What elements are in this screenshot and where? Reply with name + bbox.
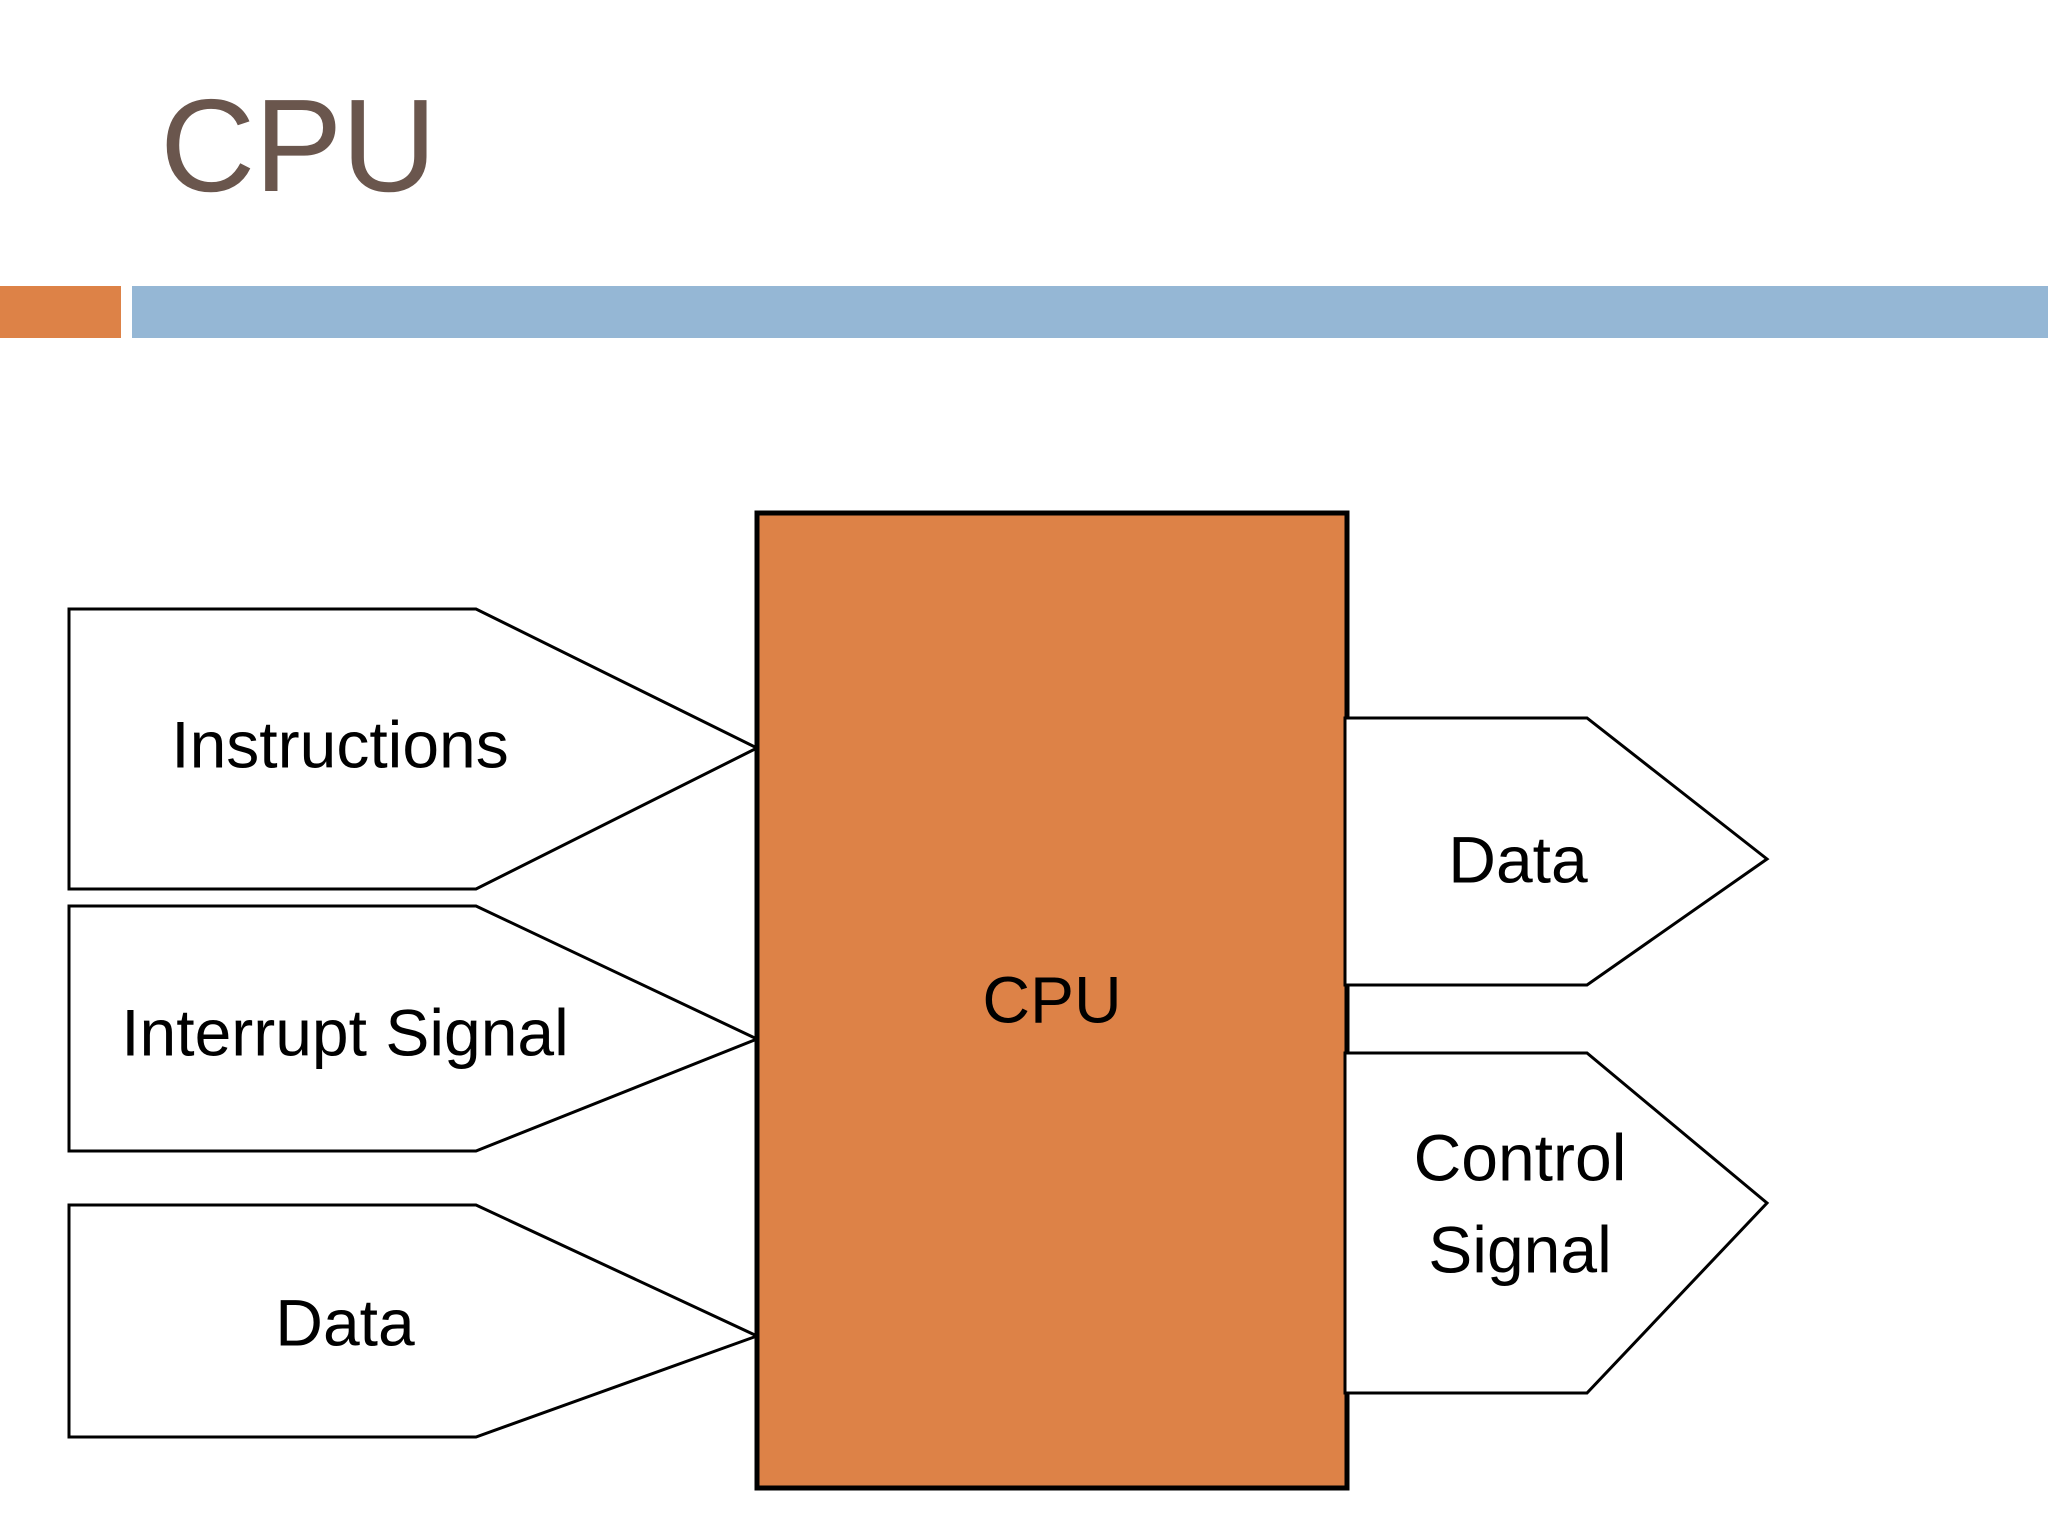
cpu-block[interactable]: CPU xyxy=(754,510,1350,1491)
output-arrow-control-signal-shape xyxy=(1343,1051,1770,1395)
input-arrow-interrupt-signal-label: Interrupt Signal xyxy=(121,995,569,1069)
page-title: CPU xyxy=(160,72,437,219)
output-arrow-control-signal[interactable]: Control Signal xyxy=(1343,1051,1770,1395)
input-arrow-instructions[interactable]: Instructions xyxy=(67,607,761,891)
output-arrow-data[interactable]: Data xyxy=(1343,716,1770,987)
output-arrow-control-signal-label-line1: Control xyxy=(1414,1120,1627,1194)
cpu-block-rect xyxy=(754,510,1350,1491)
input-arrow-instructions-shape xyxy=(67,607,761,891)
cpu-block-label: CPU xyxy=(982,962,1121,1036)
input-arrow-interrupt-signal[interactable]: Interrupt Signal xyxy=(67,904,761,1153)
divider-accent-bar xyxy=(0,286,121,338)
output-arrow-data-label: Data xyxy=(1448,822,1588,896)
input-arrow-data-shape xyxy=(67,1203,761,1439)
divider-main-bar xyxy=(132,286,2048,338)
input-arrow-data-label: Data xyxy=(275,1285,415,1359)
input-arrow-data[interactable]: Data xyxy=(67,1203,761,1439)
output-arrow-data-shape xyxy=(1343,716,1770,987)
input-arrow-instructions-label: Instructions xyxy=(171,707,508,781)
output-arrow-control-signal-label-line2: Signal xyxy=(1428,1212,1611,1286)
input-arrow-interrupt-signal-shape xyxy=(67,904,761,1153)
